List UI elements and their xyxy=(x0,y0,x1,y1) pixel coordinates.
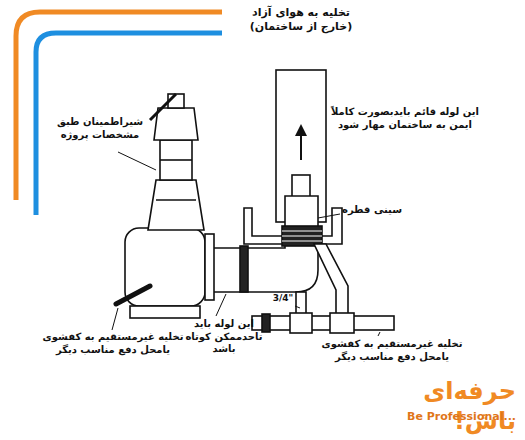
outlet-flange xyxy=(205,234,214,300)
drain-note: تخلیه غیرمستقیم به کفشوی یامحل دفع مناسب… xyxy=(316,338,468,363)
orange-arc xyxy=(16,12,222,200)
logo-text: حرفه‌ای باش! xyxy=(380,376,516,436)
valve-note: شیراطمینان طبق مشخصات پروژه xyxy=(50,116,150,141)
drain-pipe xyxy=(252,316,394,330)
drip-pan-label: سینی قطره xyxy=(342,204,402,217)
short-pipe-note: این لوله باید تاحدممکن کوتاه باشد xyxy=(176,318,272,356)
valve-cap xyxy=(154,108,198,140)
inlet-flange xyxy=(130,306,200,318)
valve-bonnet xyxy=(148,180,204,230)
pipe-joint xyxy=(240,246,248,292)
logo-tagline: Be Professional... xyxy=(380,410,516,424)
drain-note: تخلیه غیرمستقیم به کفشوی یامحل دفع مناسب… xyxy=(38,331,188,356)
pipe-anchor-note: این لوله قائم بایدبصورت کاملاً ایمن به س… xyxy=(330,106,480,131)
flow-arrow xyxy=(295,124,307,136)
outlet-note: تخلیه به هوای آزاد (خارج از ساختمان) xyxy=(236,6,366,34)
valve-drain xyxy=(116,286,150,304)
pipe-joint xyxy=(282,226,322,246)
leader-lines xyxy=(112,152,380,336)
pipe-size: 3/4" xyxy=(270,293,296,304)
pan-drain xyxy=(314,244,348,316)
valve-spring-housing xyxy=(160,140,192,180)
